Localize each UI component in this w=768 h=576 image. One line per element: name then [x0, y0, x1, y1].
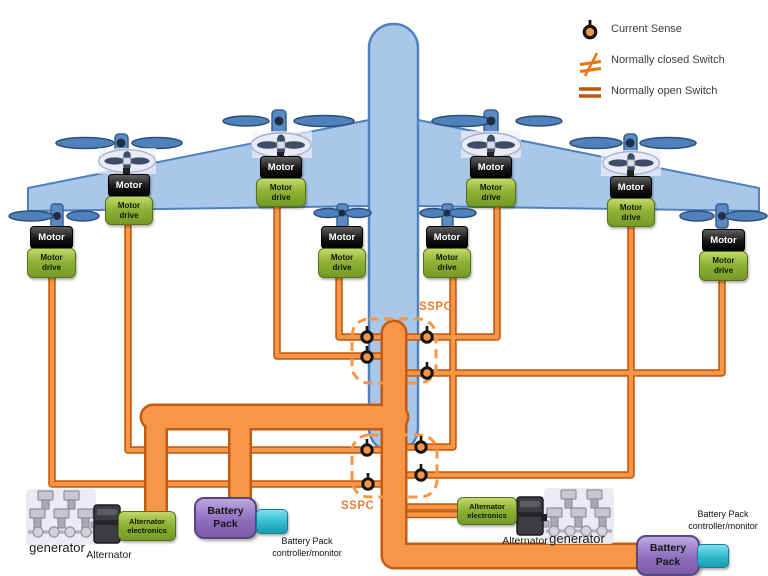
sspc-boundary [350, 317, 439, 499]
motor-drive-box-7: Motor drive [607, 198, 655, 227]
alternator-electronics-label: Alternator electronics [467, 501, 507, 520]
motor-drive-box-8: Motor drive [699, 251, 748, 281]
motor-drive-box-6: Motor drive [466, 178, 516, 207]
alternator-electronics-left: Alternator electronics [118, 511, 176, 541]
alternator-label-left: Alternator [86, 549, 132, 561]
battery-controller-box-right [697, 544, 729, 568]
motor-drive-label: Motor drive [619, 202, 643, 222]
alternator-electronics-label: Alternator electronics [127, 516, 167, 535]
battery-controller-label-left: Battery Pack controller/monitor [272, 536, 342, 558]
motor-drive-label: Motor drive [269, 182, 293, 202]
motor-drive-box-2: Motor drive [105, 196, 153, 225]
main-power-bus [139, 319, 666, 570]
legend-normally-open: Normally open Switch [611, 85, 718, 97]
motor-box-1: Motor [30, 226, 73, 249]
generator-icon [24, 487, 107, 547]
motor-drive-label: Motor drive [479, 182, 503, 202]
motor-power-cables [48, 205, 726, 519]
battery-pack-left: Battery Pack [194, 497, 257, 539]
motor-drive-label: Motor drive [712, 256, 735, 275]
motor-box-6: Motor [470, 156, 512, 179]
generator-label-left: generator [29, 540, 85, 555]
propeller-discs [98, 131, 661, 178]
alternator-icon [516, 496, 548, 536]
motor-drive-label: Motor drive [40, 253, 63, 272]
motor-drive-label: Motor drive [435, 253, 459, 272]
motor-box-4: Motor [321, 226, 363, 249]
motor-drive-box-3: Motor drive [256, 178, 306, 207]
alternator-label-right: Alternator [502, 535, 548, 547]
legend-current-sense: Current Sense [611, 23, 682, 35]
battery-pack-label: Battery Pack [207, 504, 244, 530]
motor-drive-box-1: Motor drive [27, 248, 76, 278]
alternator-electronics-right: Alternator electronics [457, 497, 517, 525]
motor-drive-box-5: Motor drive [423, 248, 471, 278]
battery-controller-box-left [256, 509, 288, 534]
sspc-lower-label: SSPC [341, 500, 375, 512]
normally-closed-switch-icon [579, 52, 602, 77]
battery-controller-label-right: Battery Pack controller/monitor [688, 509, 758, 531]
battery-pack-label: Battery Pack [649, 542, 687, 568]
motor-box-3: Motor [260, 156, 302, 179]
propeller-blades [8, 114, 768, 222]
motor-drive-box-4: Motor drive [318, 248, 366, 278]
motor-box-2: Motor [108, 174, 150, 197]
motor-drive-label: Motor drive [330, 253, 354, 272]
motor-drive-label: Motor drive [117, 200, 141, 220]
battery-pack-right: Battery Pack [636, 535, 700, 576]
motor-box-7: Motor [610, 176, 652, 199]
legend-normally-closed: Normally closed Switch [611, 54, 725, 66]
normally-open-switch-icon [579, 87, 601, 98]
generator-label-right: generator [549, 531, 605, 546]
motor-box-8: Motor [702, 229, 745, 252]
motor-box-5: Motor [426, 226, 468, 249]
current-sense-legend-icon [582, 18, 598, 40]
sspc-upper-label: SSPC [419, 301, 453, 313]
